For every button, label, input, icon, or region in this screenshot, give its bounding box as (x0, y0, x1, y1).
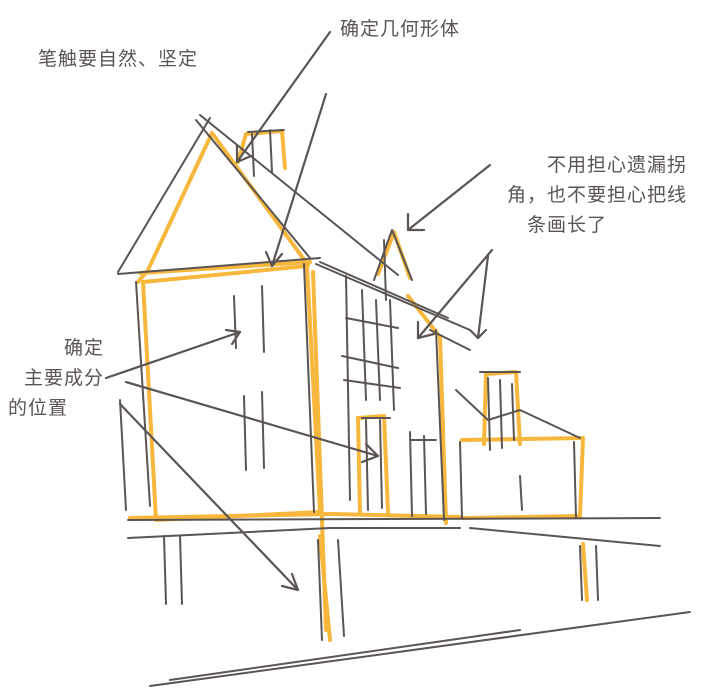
ink-tower-roof (455, 389, 581, 439)
arrow-geometry-2 (270, 92, 328, 268)
right-facade-base (330, 512, 462, 519)
annotation-arrows (104, 30, 494, 592)
base-outline (128, 512, 332, 520)
ink-grid-horizontals (341, 317, 401, 389)
ink-facade-right (303, 263, 315, 513)
ink-right-wing (459, 441, 577, 519)
annotation-stroke-natural: 笔触要自然、坚定 (38, 48, 199, 70)
ink-roof-ridge (199, 114, 399, 276)
door-outline (356, 414, 390, 514)
arrow-corners-3 (476, 254, 490, 340)
ink-door (361, 417, 391, 511)
arrow-components-3 (118, 402, 300, 592)
leg-outline-2 (581, 542, 589, 602)
ink-dormer-left (383, 239, 387, 301)
ink-right-roof (315, 263, 471, 331)
gable-base-outline (138, 260, 312, 275)
annotation-geometry: 确定几何形体 (340, 18, 461, 40)
leg-outline-1 (318, 534, 332, 642)
arrow-geometry-2-head (264, 250, 284, 268)
ink-legs (163, 535, 599, 641)
ink-stroke-layer (117, 114, 691, 687)
ink-mid-edge (435, 329, 445, 521)
marker-outline-layer (128, 129, 589, 642)
ink-mid-facade (409, 431, 437, 517)
ink-mid-roof (429, 329, 471, 351)
annotation-corners-line3: 条画长了 (526, 214, 607, 236)
arrow-components-3-head (280, 572, 300, 592)
annotation-components-line2: 主要成分 (23, 367, 104, 389)
annotation-components-line1: 确定 (63, 337, 104, 359)
ink-window-2 (261, 285, 265, 353)
ink-window-4 (261, 391, 265, 469)
ink-ground-line-2 (169, 629, 521, 681)
ink-gable-right (195, 119, 311, 259)
arrow-corners-1-head (406, 212, 426, 232)
arrow-corners-3-head (468, 328, 488, 340)
ink-base-line (127, 517, 661, 521)
ink-base-line-3 (469, 527, 661, 547)
ink-left-vertical (119, 399, 127, 511)
arrow-geometry-1 (235, 30, 332, 164)
annotation-components-line3: 的位置 (8, 397, 69, 419)
ink-base-line-2 (127, 527, 461, 539)
annotation-corners-line1: 不用担心遗漏拐 (546, 154, 687, 176)
arrow-corners-2-head (416, 320, 436, 340)
ink-dormer (373, 229, 413, 281)
ink-window-3 (243, 395, 247, 471)
ink-grid-verticals (345, 275, 395, 501)
annotation-corners: 不用担心遗漏拐 角，也不要担心把线 条画长了 (507, 150, 687, 240)
arrow-corners-1 (406, 163, 492, 232)
main-facade-outline (141, 264, 322, 522)
arrow-components-1 (104, 330, 242, 380)
ink-gable-left (117, 117, 211, 273)
ink-facade-left (135, 281, 151, 507)
mid-facade-outline (406, 294, 448, 525)
ink-gable-base (117, 257, 321, 275)
arrow-corners-2 (416, 248, 494, 340)
arrow-geometry-1-head (235, 144, 253, 164)
ink-right-roof-2 (319, 261, 449, 319)
ink-ground-line (149, 611, 691, 687)
arrow-components-1-head (224, 328, 242, 346)
arrow-components-2-head (360, 442, 380, 464)
annotation-components: 确定 主要成分 的位置 (8, 333, 104, 423)
annotation-corners-line2: 角，也不要担心把线 (506, 184, 687, 206)
right-wing-outline (460, 436, 585, 520)
arrow-components-2 (124, 380, 380, 458)
